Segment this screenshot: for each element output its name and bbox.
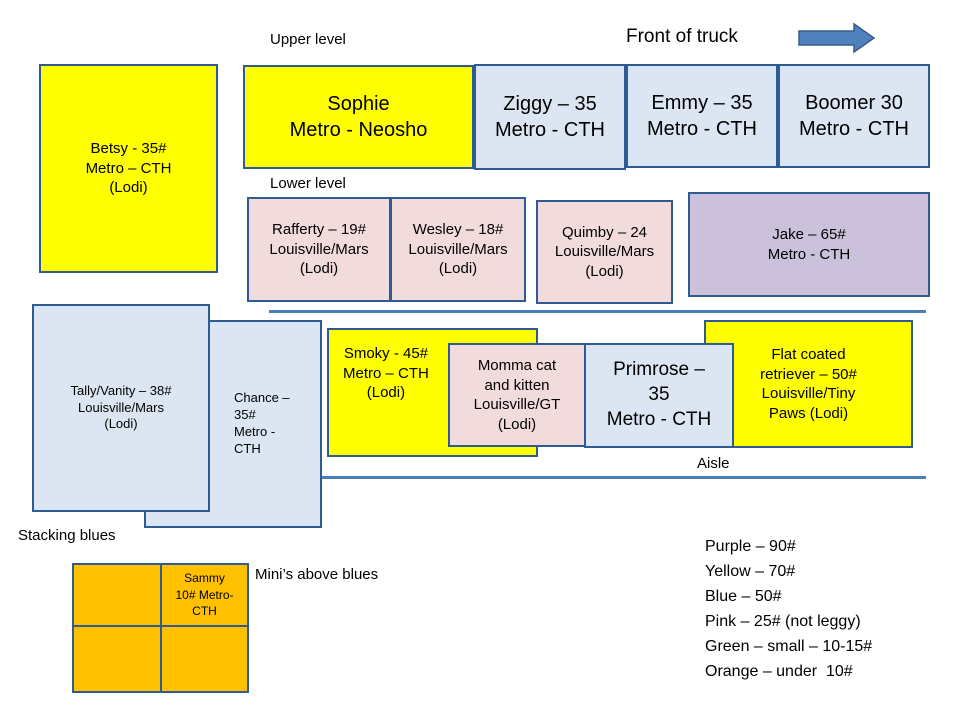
crate-emmy: Emmy – 35 Metro - CTH [626, 64, 778, 168]
minis-above-blues-label: Mini’s above blues [255, 566, 379, 583]
mini-crate-sammy: Sammy 10# Metro- CTH [160, 563, 249, 627]
crate-sophie: Sophie Metro - Neosho [243, 65, 474, 169]
crate-jake: Jake – 65# Metro - CTH [688, 192, 930, 297]
lower-level-label: Lower level [270, 175, 346, 192]
crate-betsy: Betsy - 35# Metro – CTH (Lodi) [39, 64, 218, 273]
stacking-blues-label: Stacking blues [18, 527, 116, 544]
crate-flat-coated-retriever: Flat coated retriever – 50# Louisville/T… [704, 320, 913, 448]
aisle-line [283, 476, 926, 479]
mini-crate-empty [72, 563, 162, 627]
legend-pink: Pink – 25# (not leggy) [705, 613, 861, 630]
crate-wesley: Wesley – 18# Louisville/Mars (Lodi) [390, 197, 526, 302]
upper-divider-line [269, 310, 926, 313]
crate-primrose: Primrose – 35 Metro - CTH [584, 343, 734, 448]
aisle-label: Aisle [697, 455, 730, 472]
crate-rafferty: Rafferty – 19# Louisville/Mars (Lodi) [247, 197, 391, 302]
legend-blue: Blue – 50# [705, 588, 782, 605]
legend-purple: Purple – 90# [705, 538, 796, 555]
upper-level-label: Upper level [270, 31, 346, 48]
front-of-truck-label: Front of truck [626, 26, 738, 47]
legend-orange: Orange – under 10# [705, 663, 853, 680]
legend-green: Green – small – 10-15# [705, 638, 873, 655]
crate-quimby: Quimby – 24 Louisville/Mars (Lodi) [536, 200, 673, 304]
mini-crate-empty [160, 625, 249, 693]
legend-yellow: Yellow – 70# [705, 563, 796, 580]
crate-ziggy: Ziggy – 35 Metro - CTH [474, 64, 626, 170]
crate-tally-vanity: Tally/Vanity – 38# Louisville/Mars (Lodi… [32, 304, 210, 512]
right-arrow-icon [798, 22, 876, 54]
crate-boomer: Boomer 30 Metro - CTH [778, 64, 930, 168]
crate-momma-cat-kitten: Momma cat and kitten Louisville/GT (Lodi… [448, 343, 586, 447]
mini-crate-grid: Sammy 10# Metro- CTH [72, 563, 249, 693]
mini-crate-empty [72, 625, 162, 693]
